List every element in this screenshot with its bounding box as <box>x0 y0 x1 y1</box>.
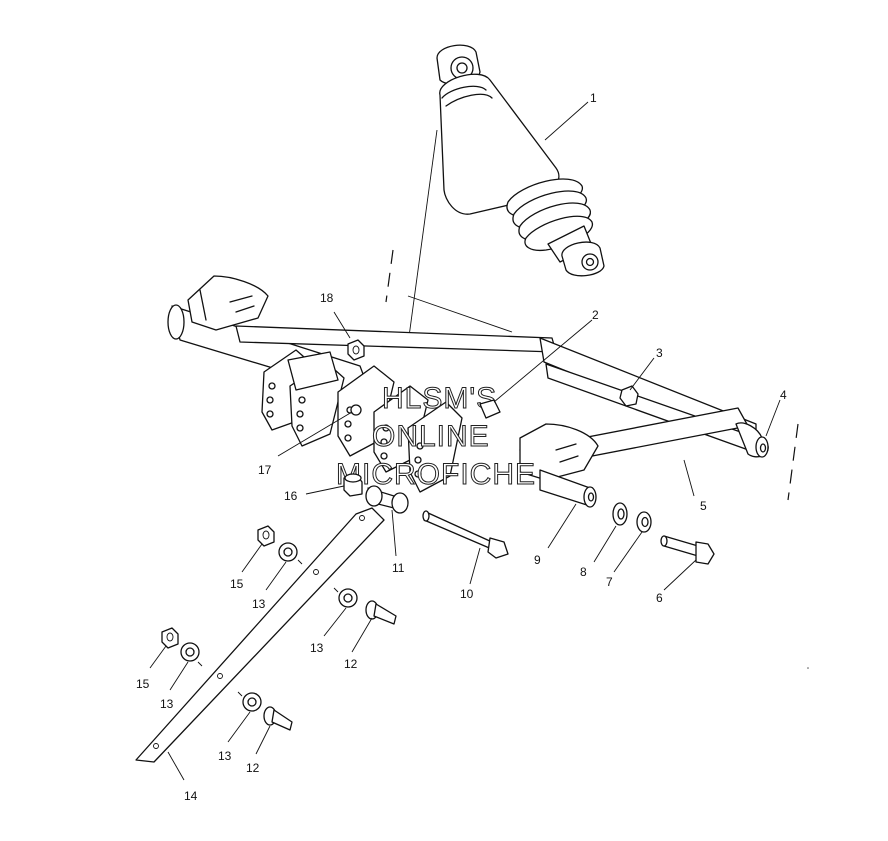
align-mark-2 <box>333 587 339 593</box>
bolt-6 <box>660 535 715 565</box>
bolt-12-upper <box>365 600 397 625</box>
callout-4: 4 <box>780 388 787 402</box>
callout-16: 16 <box>284 489 298 503</box>
callout-12-lower: 12 <box>246 761 260 775</box>
assembly-centerline <box>407 129 438 345</box>
callout-11: 11 <box>392 561 405 575</box>
washer-7 <box>636 511 652 533</box>
right-axis-dashed <box>787 423 799 501</box>
nut-18 <box>347 339 365 361</box>
limiter-strap <box>135 507 385 763</box>
callout-2: 2 <box>592 308 599 322</box>
watermark: HLSM'S ONLINE MICROFICHE <box>336 382 536 492</box>
bolt-17 <box>350 404 362 416</box>
torque-arm <box>167 275 769 508</box>
assembly-centerline-2 <box>407 295 513 333</box>
callout-18: 18 <box>320 291 334 305</box>
leader-lines <box>149 101 781 781</box>
callout-15-upper: 15 <box>230 577 244 591</box>
callout-7: 7 <box>606 575 613 589</box>
callout-3: 3 <box>656 346 663 360</box>
washer-8 <box>612 502 628 526</box>
washer-13-b <box>338 588 358 608</box>
watermark-line2: ONLINE <box>372 420 490 453</box>
callout-5: 5 <box>700 499 707 513</box>
spacer-16 <box>343 473 363 497</box>
assembly-centerline-dashed <box>385 249 394 303</box>
speck <box>807 667 809 669</box>
nut-15-lower <box>161 627 179 649</box>
callout-13-a: 13 <box>252 597 266 611</box>
callout-14: 14 <box>184 789 198 803</box>
callout-12-upper: 12 <box>344 657 358 671</box>
washer-13-c <box>180 642 200 662</box>
center-plates <box>261 349 463 493</box>
callout-6: 6 <box>656 591 663 605</box>
align-mark-4 <box>237 691 243 697</box>
callout-10: 10 <box>460 587 474 601</box>
callout-17: 17 <box>258 463 272 477</box>
align-mark-1 <box>297 559 303 565</box>
washer-13-a <box>278 542 298 562</box>
callout-1: 1 <box>590 91 597 105</box>
callout-9: 9 <box>534 553 541 567</box>
callout-13-d: 13 <box>218 749 232 763</box>
callout-13-c: 13 <box>160 697 174 711</box>
shock-absorber <box>436 44 605 277</box>
bushing-11 <box>365 485 409 514</box>
nut-15-upper <box>257 525 275 547</box>
callouts: 1 2 3 4 5 6 7 8 9 10 11 12 12 13 13 13 1… <box>136 91 787 803</box>
watermark-line1: HLSM'S <box>382 382 497 415</box>
callout-13-b: 13 <box>310 641 324 655</box>
nut-3 <box>619 385 639 407</box>
callout-8: 8 <box>580 565 587 579</box>
align-mark-3 <box>197 661 203 667</box>
bolt-10 <box>422 510 509 559</box>
callout-15-lower: 15 <box>136 677 150 691</box>
watermark-line3: MICROFICHE <box>336 458 536 491</box>
bolt-2 <box>479 399 501 419</box>
washer-13-d <box>242 692 262 712</box>
bolt-12-lower <box>263 706 293 731</box>
